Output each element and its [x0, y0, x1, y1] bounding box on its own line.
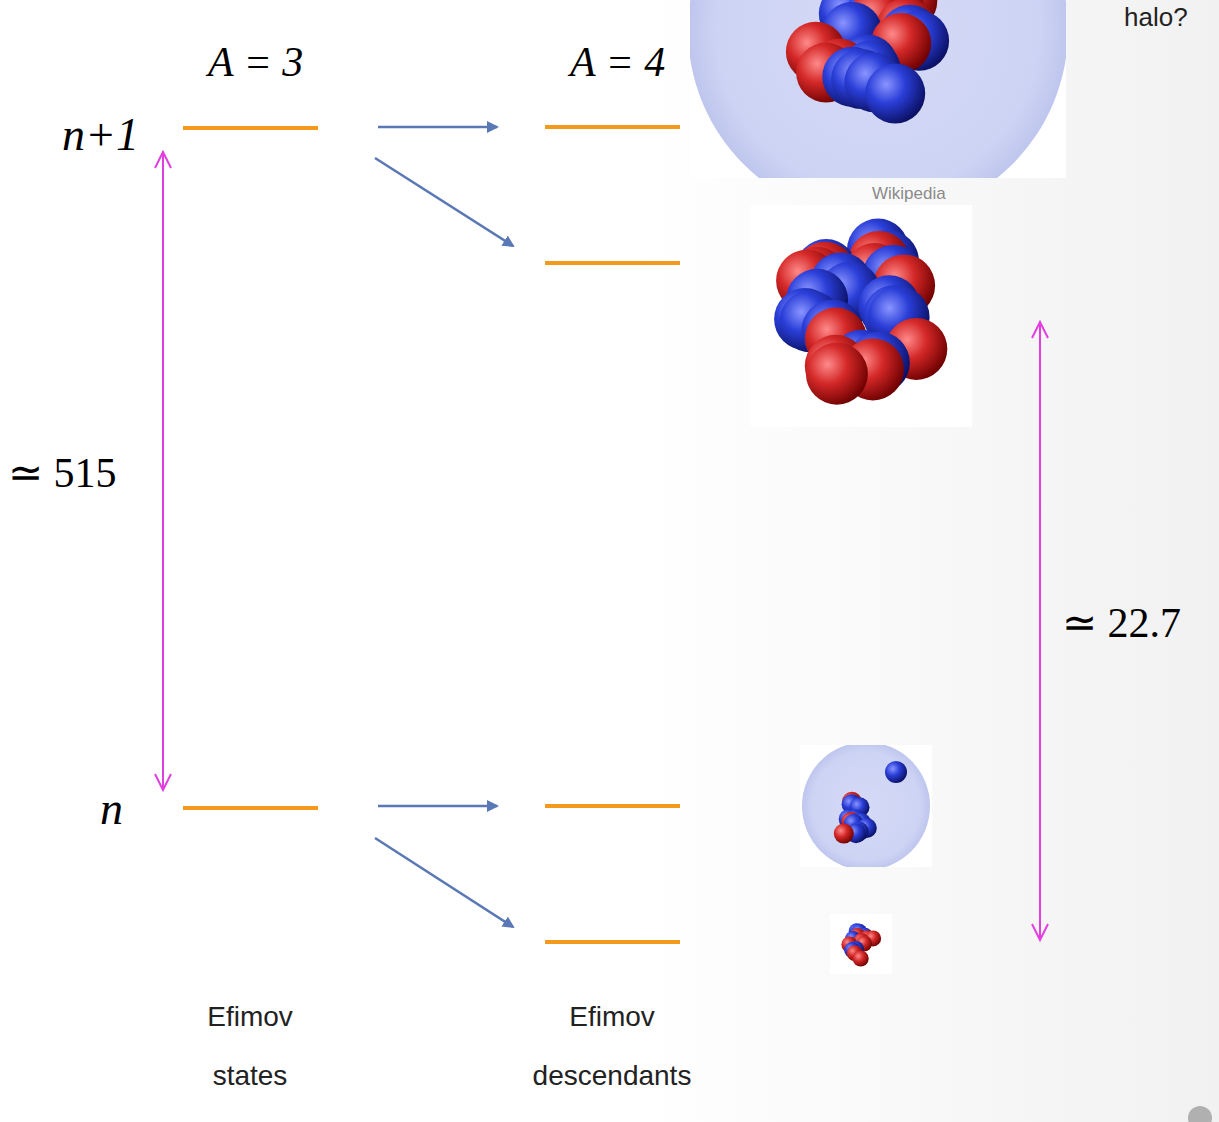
level-index: n — [100, 782, 123, 835]
column-caption: Efimov descendants — [507, 988, 717, 1106]
image-credit: Wikipedia — [872, 184, 946, 204]
descendant-arrows — [375, 127, 513, 927]
image-panel — [830, 914, 892, 974]
nucleus-small — [841, 923, 881, 966]
scale-factor: ≃ 22.7 — [1062, 598, 1181, 647]
scale-arrows — [155, 152, 1048, 940]
nucleon-sphere — [806, 343, 868, 405]
level-index: n+1 — [62, 108, 139, 161]
page-marker — [1188, 1106, 1212, 1122]
halo-nucleus-large — [690, 0, 1066, 178]
scale-factor: ≃ 515 — [8, 448, 117, 497]
nucleus-large — [774, 219, 947, 405]
annotation: halo? — [1124, 2, 1188, 33]
energy-levels — [183, 127, 680, 942]
nucleon-sphere — [865, 64, 925, 124]
mass-number-heading: A = 3 — [208, 38, 303, 86]
halo-nucleus-small — [802, 745, 930, 867]
mass-number-heading: A = 4 — [570, 38, 665, 86]
nucleon-sphere — [834, 824, 854, 844]
nucleon-sphere — [853, 951, 869, 967]
column-caption: Efimov states — [170, 988, 330, 1106]
image-panel — [750, 205, 972, 427]
